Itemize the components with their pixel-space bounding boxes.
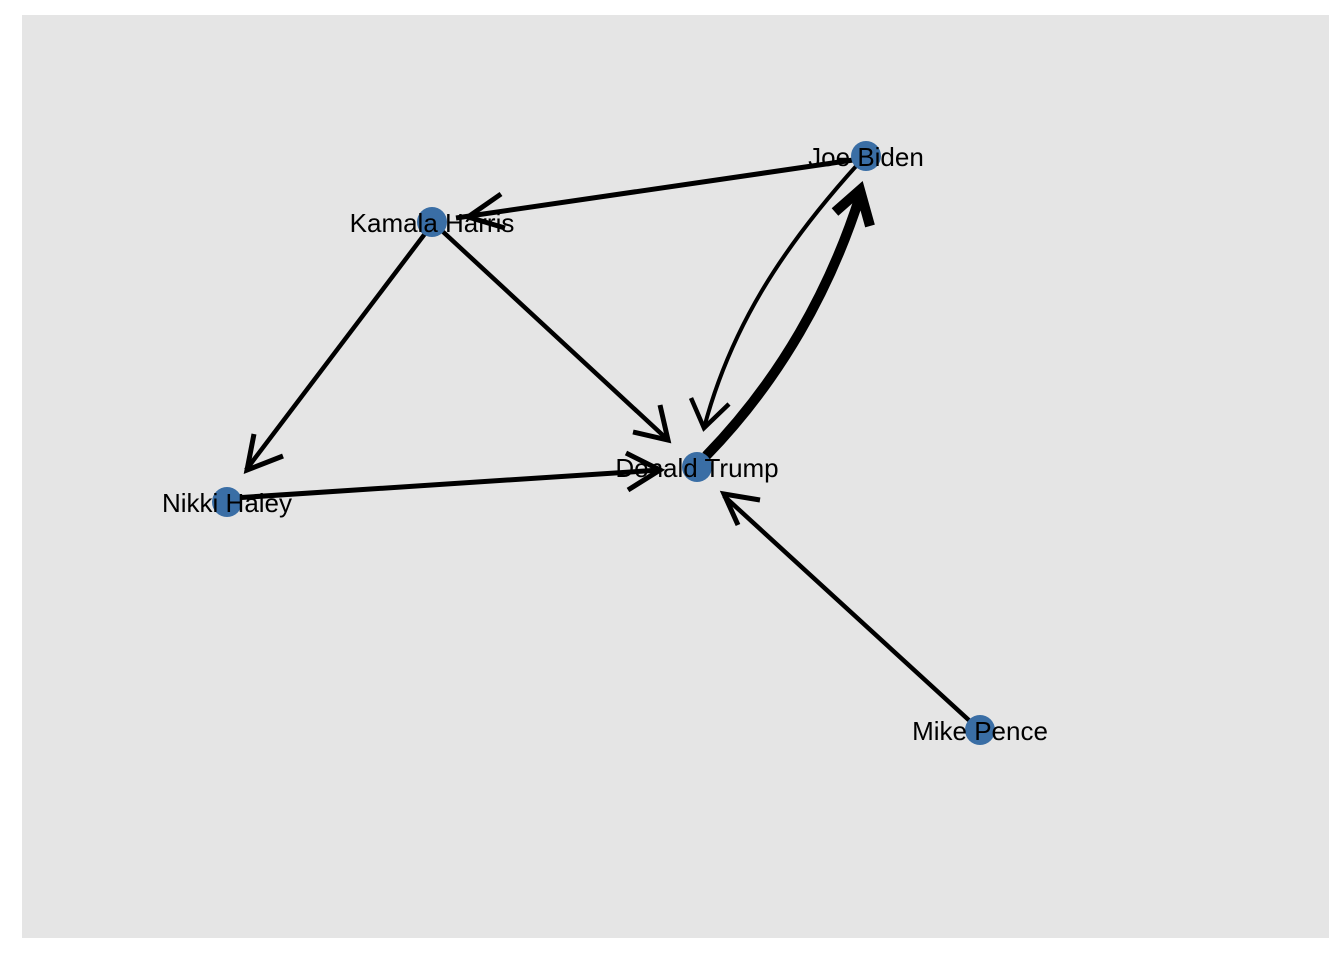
edge-harris-haley (243, 229, 429, 474)
edge-trump-biden (702, 180, 875, 460)
edges (233, 156, 974, 725)
nodes (212, 141, 995, 745)
node-kamala-harris (417, 207, 447, 237)
labels: Joe Biden Kamala Harris Nikki Haley Dona… (162, 142, 1048, 746)
node-nikki-haley (212, 487, 242, 517)
edge-harris-trump (438, 227, 672, 444)
node-donald-trump (682, 452, 712, 482)
plot-panel (22, 15, 1329, 938)
edge-biden-harris (455, 156, 861, 231)
node-mike-pence (965, 715, 995, 745)
label-donald-trump: Donald Trump (615, 453, 778, 483)
label-mike-pence: Mike Pence (912, 716, 1048, 746)
edge-biden-trump (688, 162, 860, 432)
label-kamala-harris: Kamala Harris (350, 208, 515, 238)
edge-pence-trump (719, 490, 974, 725)
node-joe-biden (851, 141, 881, 171)
edge-haley-trump (233, 450, 666, 501)
label-nikki-haley: Nikki Haley (162, 488, 292, 518)
label-joe-biden: Joe Biden (808, 142, 924, 172)
